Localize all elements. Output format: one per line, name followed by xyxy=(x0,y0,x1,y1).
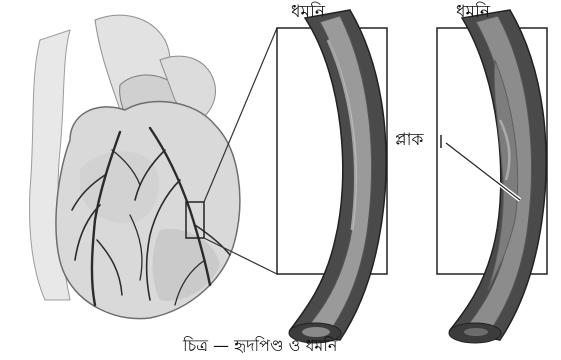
artery-blocked-label: ধমনি xyxy=(456,0,490,27)
diagram-stage: ধমনি ধমনি প্লাক চিত্র — হৃদপিণ্ড ও ধমনি xyxy=(0,0,561,351)
illustration xyxy=(0,0,561,351)
plaque-label: প্লাক xyxy=(395,127,423,155)
panel-blocked-artery xyxy=(437,10,547,343)
artery-normal-label: ধমনি xyxy=(291,0,325,27)
panel-normal-artery xyxy=(277,10,387,343)
heart-illustration xyxy=(30,15,240,318)
figure-caption: চিত্র — হৃদপিণ্ড ও ধমনি xyxy=(183,333,337,360)
